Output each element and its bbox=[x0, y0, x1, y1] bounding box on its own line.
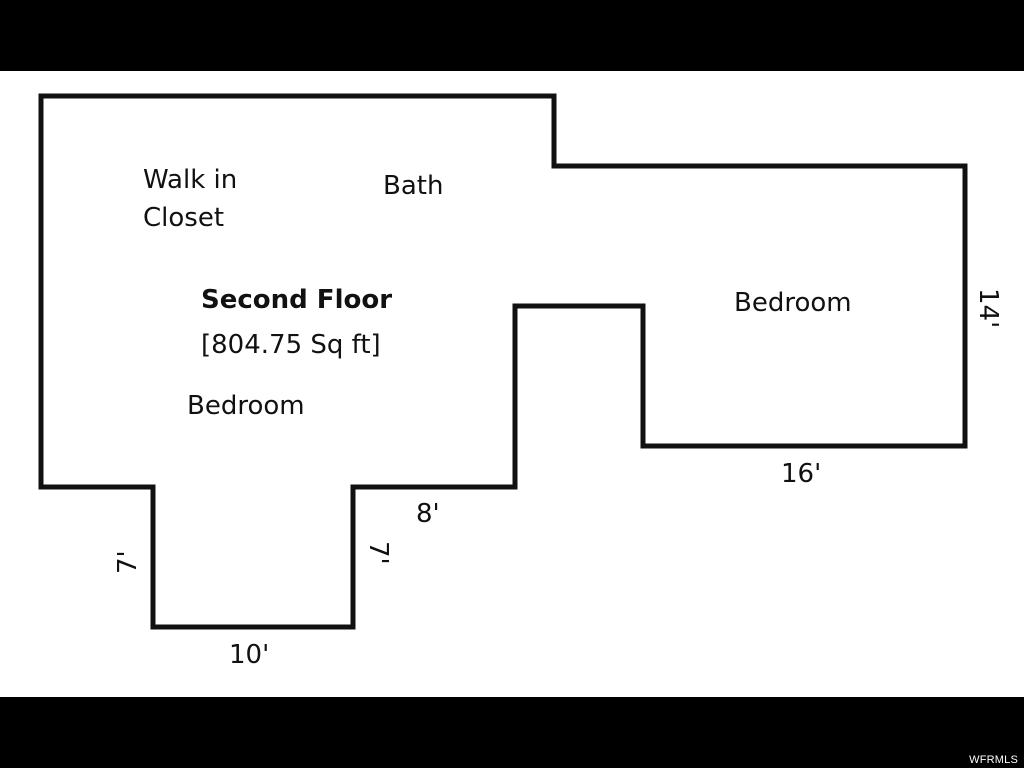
letterbox-top bbox=[0, 0, 1024, 71]
dimension-left-nook: 7' bbox=[113, 550, 143, 574]
dimension-step: 8' bbox=[416, 499, 440, 529]
dimension-bottom-right: 16' bbox=[781, 459, 821, 489]
letterbox-bottom bbox=[0, 697, 1024, 768]
room-label-closet: Closet bbox=[143, 203, 224, 233]
dimension-bottom-nook: 10' bbox=[229, 640, 269, 670]
floor-title: Second Floor bbox=[201, 285, 392, 315]
watermark-label: WFRMLS bbox=[969, 754, 1018, 766]
floor-area: [804.75 Sq ft] bbox=[201, 330, 381, 360]
room-label-bedroom-left: Bedroom bbox=[187, 391, 305, 421]
dimension-right-nook: 7' bbox=[363, 541, 393, 565]
room-label-bath: Bath bbox=[383, 171, 443, 201]
floor-outline bbox=[38, 93, 968, 630]
dimension-right-wall: 14' bbox=[973, 288, 1003, 328]
floor-plan-canvas bbox=[0, 71, 1024, 697]
room-label-walk-in: Walk in bbox=[143, 165, 237, 195]
room-label-bedroom-right: Bedroom bbox=[734, 288, 852, 318]
